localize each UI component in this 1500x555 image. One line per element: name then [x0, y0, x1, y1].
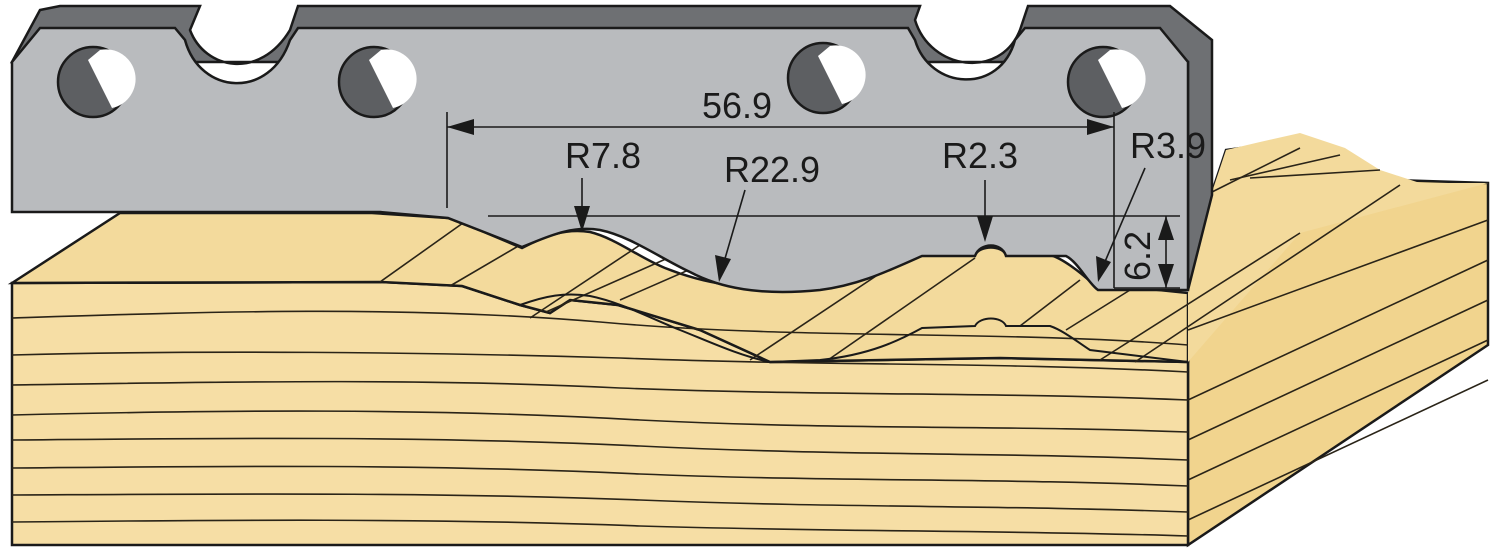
radius-label-r3-9: R3.9: [1130, 125, 1206, 166]
knife-hole-3: [786, 41, 866, 115]
radius-label-r22-9: R22.9: [724, 149, 820, 190]
knife-hole-4: [1066, 45, 1146, 119]
dimension-labels: 56.9 R7.8 R22.9 R2.3 R3.9 6.2: [565, 85, 1206, 281]
front-grain: [11, 310, 1189, 537]
width-dimension-label: 56.9: [702, 85, 772, 126]
knife-hole-2: [337, 45, 417, 119]
depth-dimension-label: 6.2: [1117, 231, 1158, 281]
front-profile-edge: [461, 285, 1189, 364]
radius-label-r7-8: R7.8: [565, 135, 641, 176]
wood-top-right: [1188, 133, 1488, 362]
profile-knife: [9, 4, 1214, 294]
top-grain: [379, 147, 1489, 521]
radius-label-r2-3: R2.3: [942, 135, 1018, 176]
dimension-lines: [446, 112, 1180, 289]
knife-face: [10, 26, 1190, 294]
knife-hole-1: [56, 45, 136, 119]
wood-block: [7, 133, 1490, 548]
